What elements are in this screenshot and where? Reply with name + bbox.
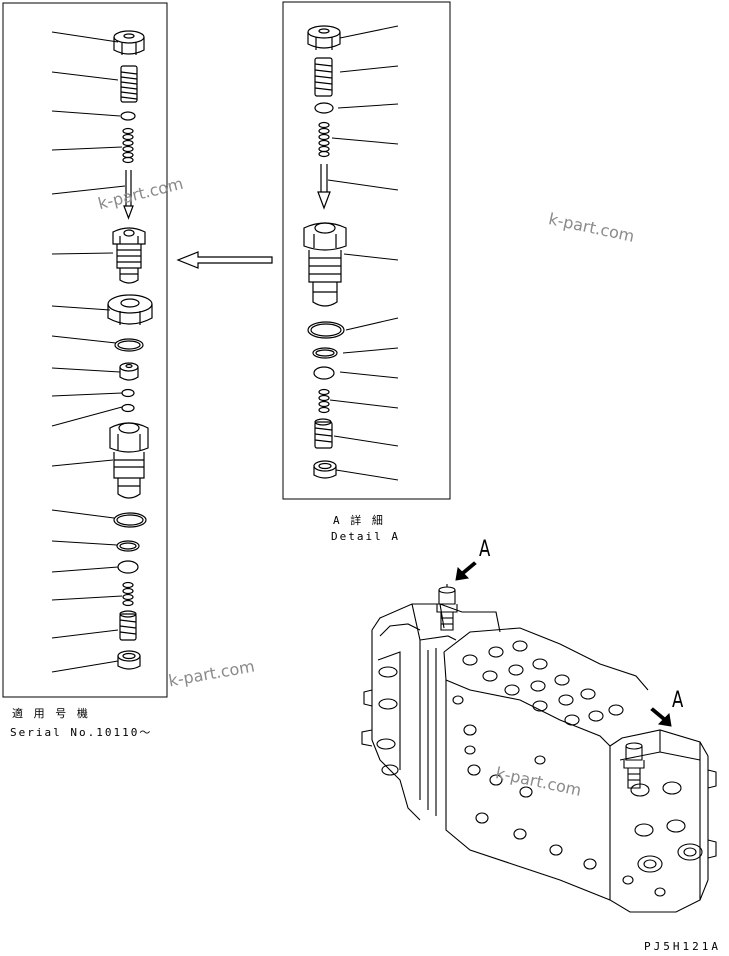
transfer-arrow — [176, 251, 273, 269]
detail-parts — [303, 25, 347, 479]
serial-label-en: Serial No.10110～ — [10, 726, 153, 739]
relief-valve-right — [623, 742, 645, 789]
screw-part — [120, 65, 138, 103]
detail-screw-2 — [314, 418, 333, 449]
backup-ring-part — [116, 540, 140, 552]
detail-a-frame — [282, 1, 451, 500]
detail-backup-ring — [312, 347, 338, 359]
detail-valve-body — [303, 222, 347, 307]
view-arrow-right — [650, 707, 672, 727]
o-ring-part-2 — [113, 512, 147, 528]
valve-port-holes — [452, 640, 624, 870]
left-parts — [107, 30, 153, 670]
spring-part-2 — [122, 581, 134, 607]
detail-nut — [307, 25, 341, 50]
plug-part — [119, 362, 139, 381]
relief-valve-top — [436, 584, 458, 631]
small-ring-part — [121, 388, 135, 398]
cap-part — [117, 650, 141, 670]
control-valve-assembly — [361, 584, 717, 913]
detail-leader-lines — [327, 25, 399, 481]
serial-parts-frame — [2, 2, 168, 698]
detail-poppet — [317, 164, 331, 210]
detail-spring-2 — [318, 388, 330, 414]
o-ring-part — [114, 338, 144, 352]
poppet-part — [123, 170, 134, 220]
spring-part — [122, 127, 134, 164]
nut-part — [113, 30, 145, 55]
detail-label-jp: A 詳 細 — [333, 514, 385, 527]
serial-label-jp: 適 用 号 機 — [12, 707, 90, 720]
valve-body-upper — [112, 227, 146, 284]
left-leader-lines — [51, 31, 126, 673]
small-ring-part-2 — [121, 403, 135, 413]
drawing-code: PJ5H121A — [644, 940, 721, 953]
view-arrow-top — [455, 561, 477, 581]
marker-a-right: A — [672, 688, 684, 713]
ring-part — [120, 111, 136, 121]
detail-o-ring — [307, 321, 345, 339]
washer-part — [117, 560, 139, 574]
screw-part-2 — [119, 610, 137, 641]
detail-label-en: Detail A — [331, 530, 400, 543]
lock-nut-part — [107, 294, 153, 325]
detail-spring — [318, 121, 330, 158]
detail-screw — [314, 57, 333, 97]
detail-ring — [314, 102, 334, 114]
marker-a-top: A — [479, 537, 491, 562]
valve-body-lower — [109, 422, 149, 499]
detail-washer — [313, 366, 335, 380]
detail-cap — [313, 460, 337, 479]
